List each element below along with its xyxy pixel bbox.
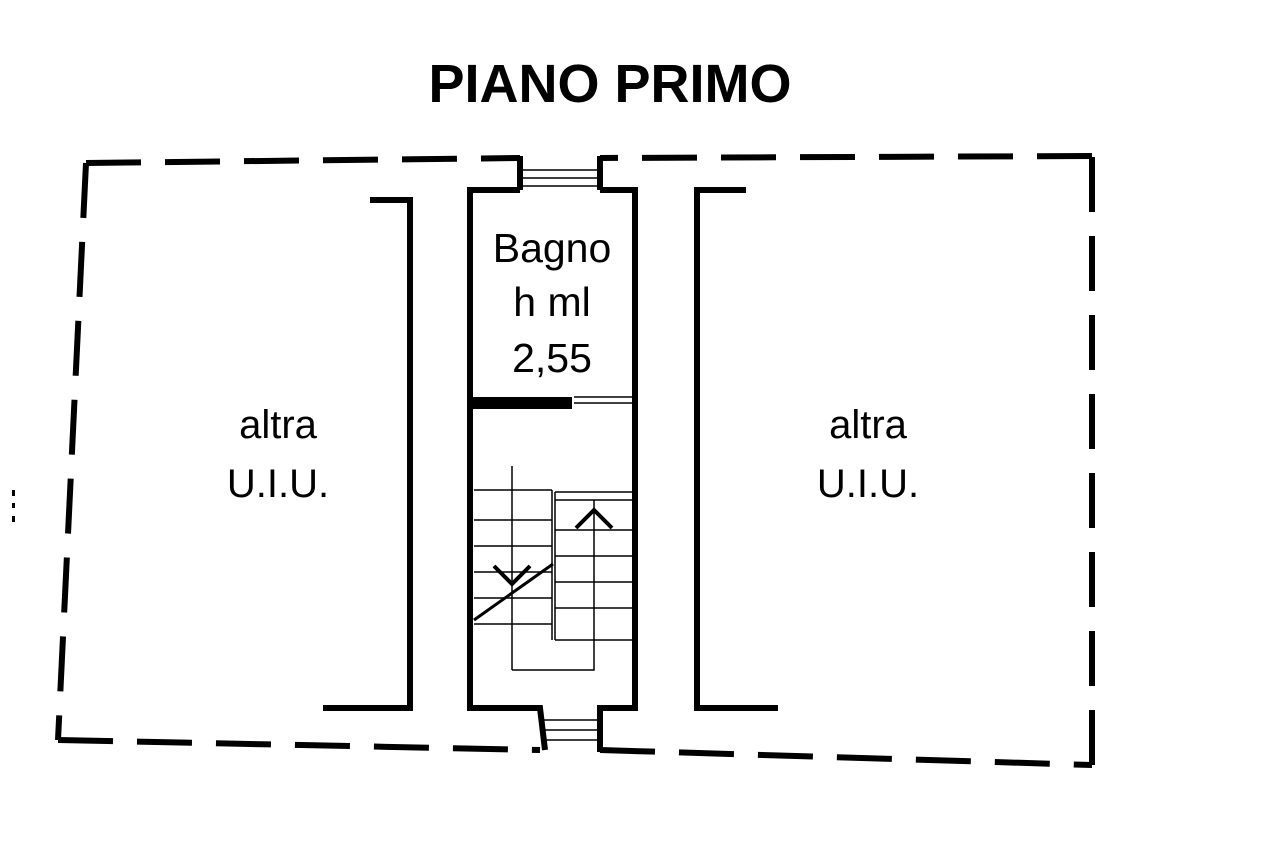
bagno-label: Bagno: [493, 225, 612, 271]
bagno-height-value: 2,55: [512, 335, 592, 381]
right-room-wall: [694, 187, 778, 711]
arrow-down-icon: [492, 564, 532, 587]
right-room-label-line2: U.I.U.: [817, 462, 919, 506]
bagno-height-label: h ml: [513, 279, 590, 325]
arrow-up-icon: [574, 507, 614, 530]
right-room-label-line1: altra: [829, 403, 908, 447]
core-walls: [467, 156, 638, 752]
left-room-label-line1: altra: [239, 403, 318, 447]
edge-marks: [12, 490, 15, 522]
left-room-wall: [323, 197, 413, 711]
plan-title: PIANO PRIMO: [428, 54, 791, 114]
bagno-window: [522, 169, 598, 187]
bagno-door-opening: [574, 396, 633, 404]
left-room-label-line2: U.I.U.: [227, 462, 329, 506]
stair-cut-line: [473, 562, 554, 622]
entrance-threshold: [542, 719, 598, 741]
perimeter-dashed-boundary: [55, 153, 1095, 768]
